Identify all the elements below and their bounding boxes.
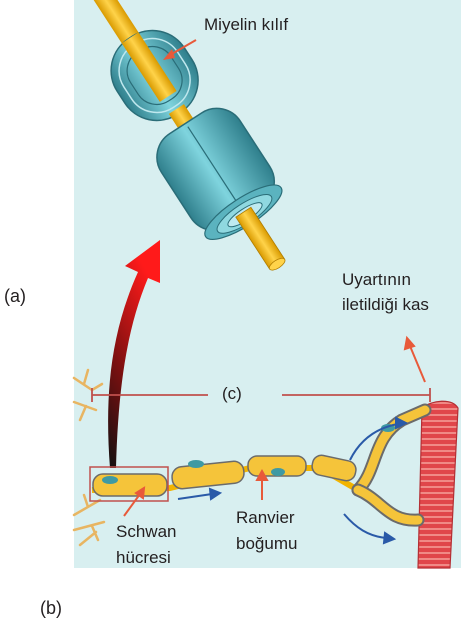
ranvier-node-label-line1: Ranvier: [236, 508, 295, 528]
muscle-label-line2: iletildiği kas: [342, 295, 429, 315]
panel-label-a: (a): [4, 286, 26, 307]
schwann-cell-label-line2: hücresi: [116, 548, 171, 568]
axon-span-label: (c): [222, 384, 242, 404]
myelin-sheath-label: Miyelin kılıf: [204, 15, 288, 35]
ranvier-node-label-line2: boğumu: [236, 534, 297, 554]
schwann-cell-label-line1: Schwan: [116, 522, 176, 542]
muscle-label-line1: Uyartının: [342, 270, 411, 290]
panel-label-b: (b): [40, 598, 62, 619]
